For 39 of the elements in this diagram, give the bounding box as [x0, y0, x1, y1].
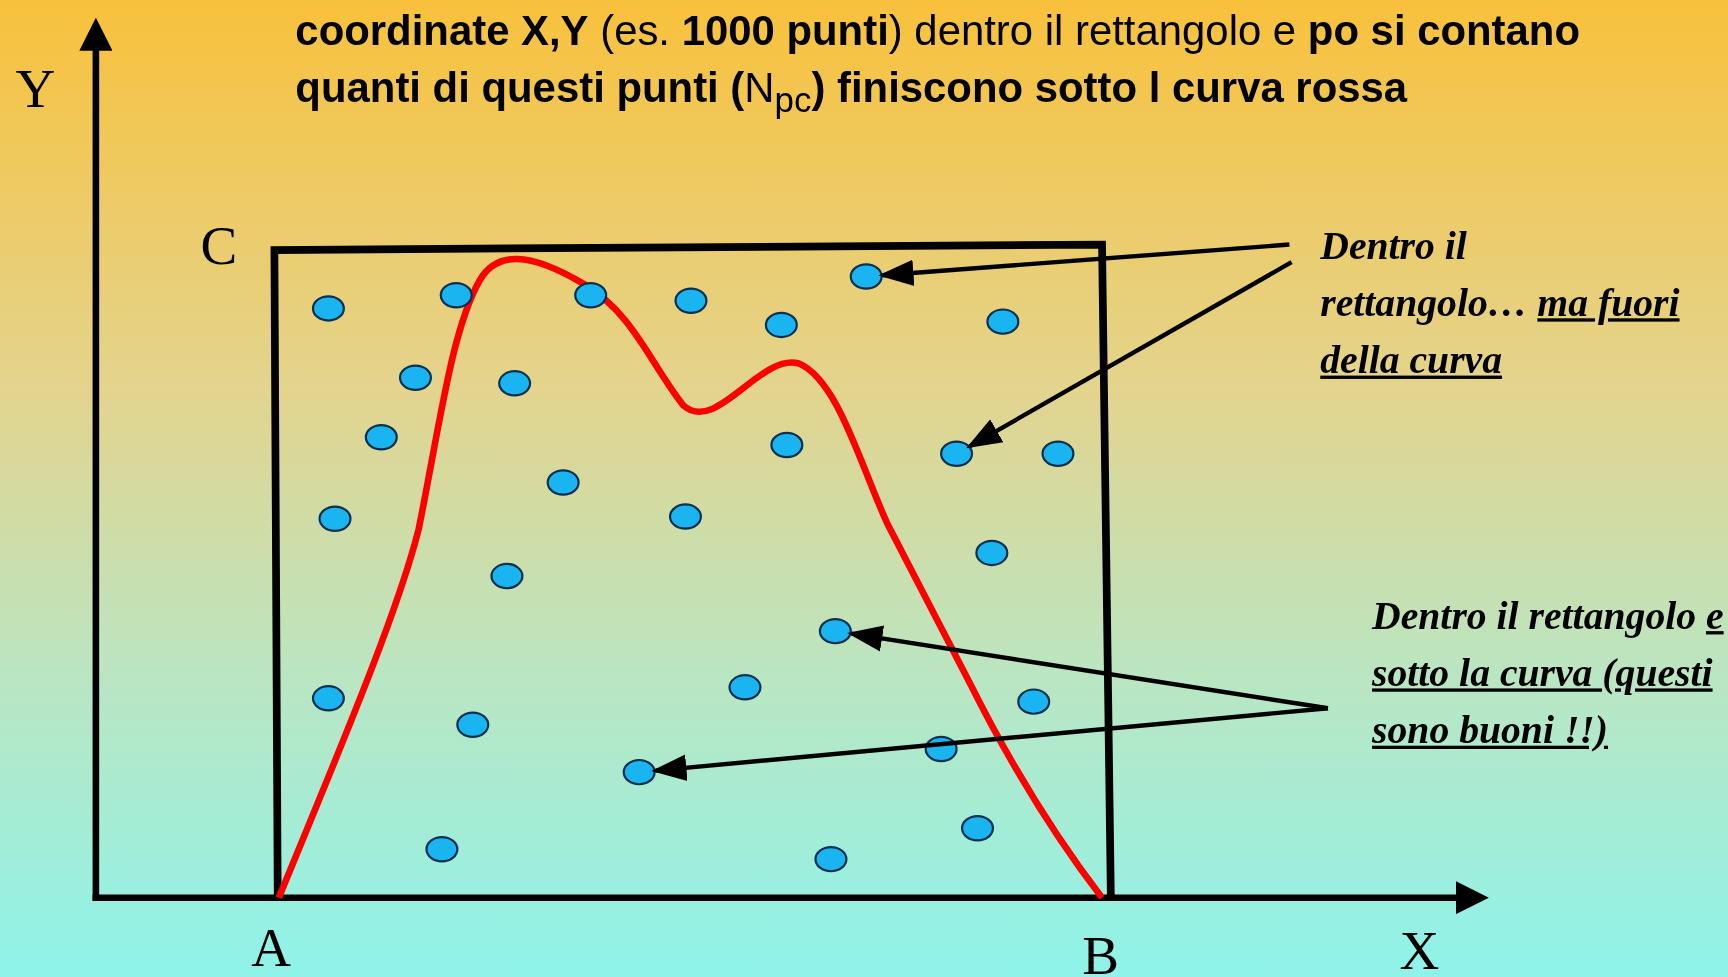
data-point — [849, 263, 883, 290]
data-point — [439, 281, 473, 309]
data-point — [1017, 688, 1051, 715]
data-point — [318, 505, 352, 532]
leader-arrow — [878, 242, 1290, 287]
data-point — [924, 735, 958, 763]
data-point — [728, 674, 762, 701]
data-point — [490, 562, 524, 590]
axis-label: C — [200, 218, 238, 274]
axis-label: B — [1082, 927, 1119, 977]
data-point — [456, 711, 490, 738]
data-point — [498, 370, 532, 397]
data-point — [622, 758, 656, 786]
data-point — [986, 308, 1020, 335]
data-point — [940, 440, 974, 468]
data-point — [770, 431, 804, 459]
data-point — [814, 845, 848, 873]
data-point — [546, 469, 580, 496]
data-point — [818, 617, 852, 645]
data-point — [1041, 440, 1075, 468]
data-point — [668, 503, 702, 530]
data-point — [364, 424, 398, 451]
data-point — [425, 836, 459, 863]
axis-label: Y — [15, 60, 56, 116]
annotation-text: Dentro il rettangolo… ma fuori della curva — [1320, 217, 1684, 389]
data-point — [975, 539, 1009, 567]
axis-label: X — [1399, 923, 1440, 977]
annotation-text: Dentro il rettangolo e sotto la curva (questi sono buoni !!) — [1372, 587, 1725, 759]
data-point — [311, 685, 345, 712]
data-point — [398, 364, 432, 392]
leader-arrow — [651, 706, 1329, 781]
heading-text: coordinate X,Y (es. 1000 punti) dentro il rettangolo e po si contano quanti di questi punti (N$_{pc}$) finiscono sotto l curva rossa — [295, 6, 1581, 122]
data-point — [764, 311, 798, 339]
data-point — [674, 287, 708, 314]
leader-arrow — [966, 260, 1293, 449]
data-point — [311, 295, 345, 322]
axis-label: A — [251, 919, 292, 975]
data-point — [961, 815, 995, 842]
data-point — [574, 281, 608, 309]
